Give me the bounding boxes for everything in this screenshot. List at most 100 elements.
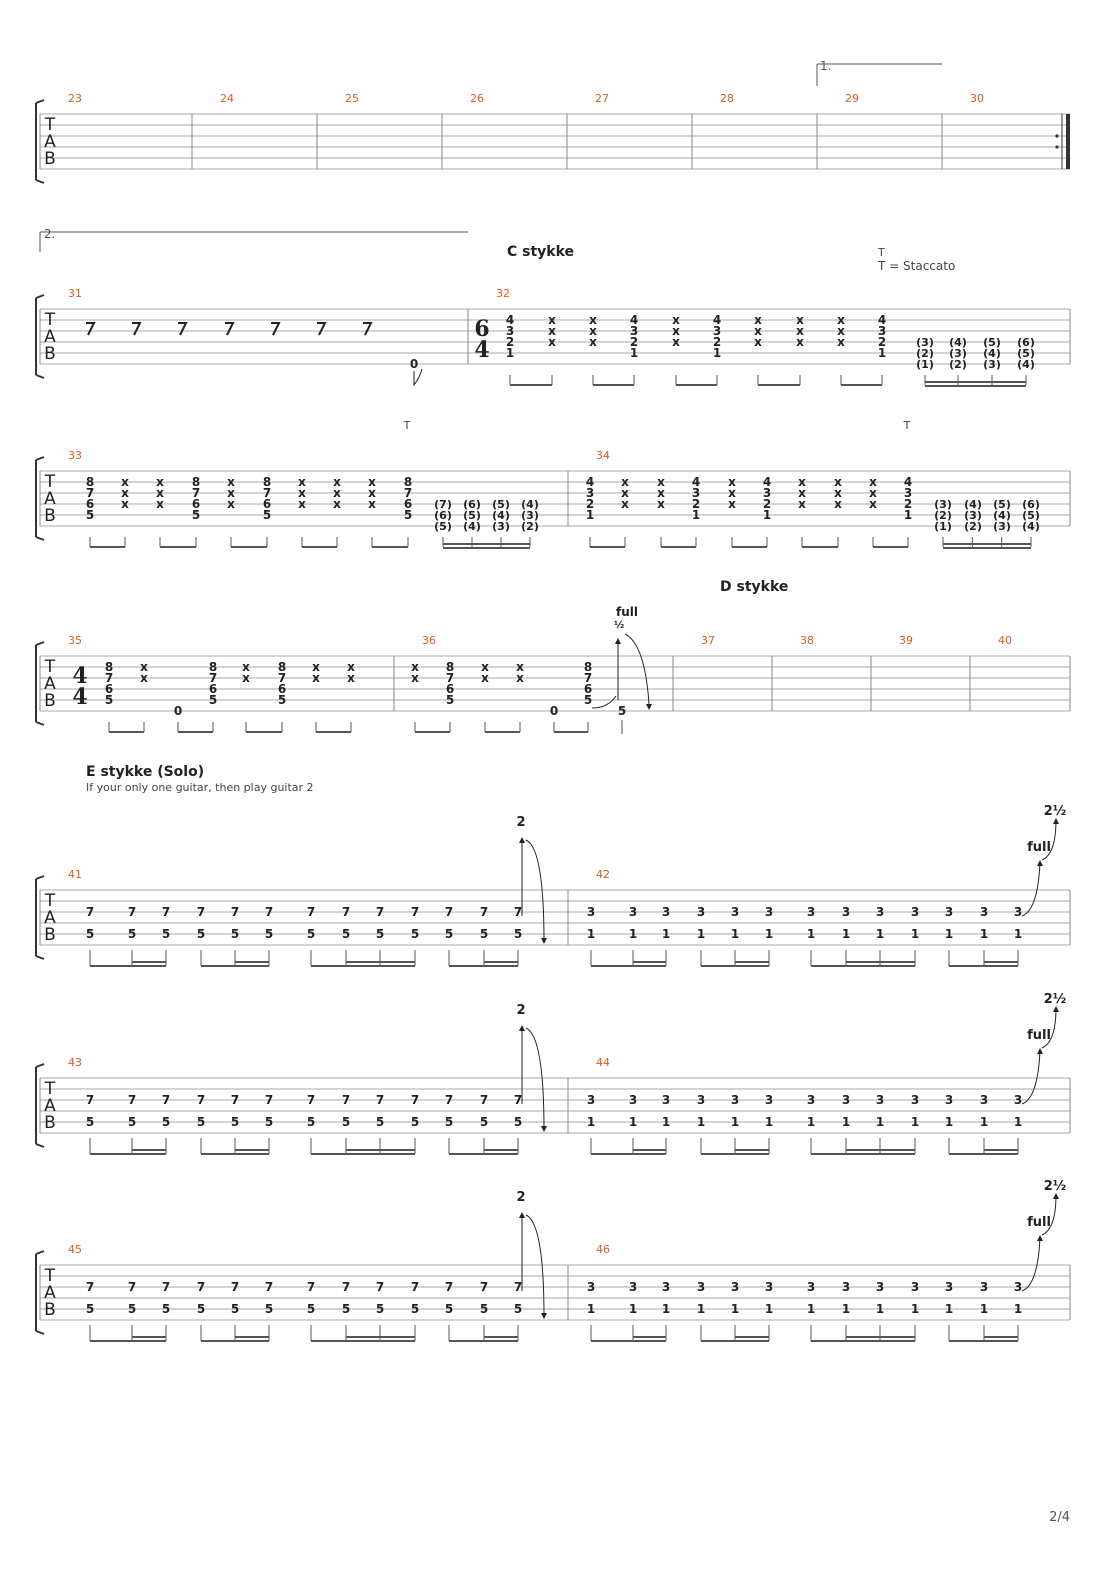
bend-release: [624, 633, 650, 705]
solo-fret: 1: [1014, 1302, 1022, 1316]
solo-fret: 5: [162, 927, 170, 941]
solo-fret: 3: [587, 905, 595, 919]
chord-fret: 4: [763, 475, 771, 489]
chord-fret: 7: [105, 671, 113, 685]
solo-fret: 3: [731, 905, 739, 919]
chord-fret: 5: [278, 693, 286, 707]
measure-number: 23: [68, 92, 82, 105]
bend-amount: 2½: [1044, 1179, 1067, 1194]
solo-fret: 7: [480, 1093, 488, 1107]
chord-fret: 4: [878, 313, 886, 327]
bend-arrowhead: [1053, 1006, 1059, 1012]
ghost-fret: (3): [993, 520, 1011, 533]
ghost-fret: (6): [1022, 498, 1040, 511]
muted-note: x: [754, 324, 762, 338]
solo-fret: 5: [411, 927, 419, 941]
solo-fret: 5: [514, 1302, 522, 1316]
solo-fret: 3: [980, 1280, 988, 1294]
muted-note: x: [837, 335, 845, 349]
solo-fret: 5: [162, 1115, 170, 1129]
bend-arrowhead: [1053, 818, 1059, 824]
chord-fret: 5: [209, 693, 217, 707]
ghost-fret: (4): [492, 509, 510, 522]
chord-fret: 1: [713, 346, 721, 360]
chord-fret: 7: [446, 671, 454, 685]
chord-fret: 8: [105, 660, 113, 674]
solo-fret: 5: [514, 1115, 522, 1129]
muted-note: x: [227, 486, 235, 500]
solo-fret: 5: [128, 1115, 136, 1129]
solo-fret: 5: [342, 927, 350, 941]
muted-note: x: [333, 475, 341, 489]
chord-fret: 5: [404, 508, 412, 522]
ghost-fret: (3): [521, 509, 539, 522]
release-arrowhead: [646, 704, 652, 710]
ghost-fret: (4): [1017, 358, 1035, 371]
solo-fret: 1: [765, 1115, 773, 1129]
chord-fret: 8: [209, 660, 217, 674]
eighth-rest: [363, 322, 373, 336]
muted-note: x: [834, 497, 842, 511]
solo-fret: 7: [445, 905, 453, 919]
muted-note: x: [140, 671, 148, 685]
chord-fret: 1: [692, 508, 700, 522]
ghost-fret: (5): [993, 498, 1011, 511]
bend-amount: 2½: [1044, 804, 1067, 819]
system-bracket: [35, 1063, 45, 1068]
eighth-rest: [225, 322, 235, 336]
chord-fret: 4: [692, 475, 700, 489]
eighth-rest: [86, 322, 96, 336]
solo-fret: 3: [1014, 1093, 1022, 1107]
muted-note: x: [548, 313, 556, 327]
bend-amount: full: [616, 605, 638, 619]
solo-fret: 1: [842, 1302, 850, 1316]
muted-note: x: [589, 324, 597, 338]
bend-arrowhead: [1037, 1048, 1043, 1054]
staccato-marker: T: [903, 419, 911, 432]
solo-fret: 7: [86, 1280, 94, 1294]
chord-fret: 7: [263, 486, 271, 500]
chord-fret: 8: [584, 660, 592, 674]
solo-fret: 1: [629, 1115, 637, 1129]
solo-fret: 1: [842, 927, 850, 941]
solo-fret: 3: [765, 905, 773, 919]
bend-release: [525, 1214, 545, 1318]
muted-note: x: [621, 475, 629, 489]
muted-note: x: [312, 671, 320, 685]
ghost-fret: (4): [1022, 520, 1040, 533]
section-note: If your only one guitar, then play guita…: [86, 781, 314, 794]
tab-clef-letter: A: [44, 1283, 56, 1303]
eighth-rest: [317, 322, 327, 336]
chord-fret: 5: [584, 693, 592, 707]
measure-number: 39: [899, 634, 913, 647]
muted-note: x: [242, 660, 250, 674]
chord-fret: 7: [278, 671, 286, 685]
solo-fret: 3: [945, 905, 953, 919]
muted-note: x: [298, 475, 306, 489]
solo-fret: 5: [197, 1302, 205, 1316]
solo-fret: 1: [587, 927, 595, 941]
solo-fret: 5: [480, 927, 488, 941]
chord-fret: 7: [404, 486, 412, 500]
solo-fret: 7: [197, 905, 205, 919]
solo-fret: 1: [731, 1302, 739, 1316]
muted-note: x: [657, 486, 665, 500]
muted-note: x: [242, 671, 250, 685]
muted-note: x: [298, 497, 306, 511]
solo-fret: 7: [342, 1093, 350, 1107]
solo-fret: 3: [842, 905, 850, 919]
ghost-fret: (4): [521, 498, 539, 511]
bend-release: [525, 839, 545, 943]
solo-fret: 7: [307, 905, 315, 919]
solo-fret: 3: [1014, 905, 1022, 919]
measure-number: 38: [800, 634, 814, 647]
muted-note: x: [728, 497, 736, 511]
solo-fret: 3: [807, 905, 815, 919]
solo-fret: 1: [911, 1302, 919, 1316]
solo-fret: 7: [86, 905, 94, 919]
solo-fret: 1: [876, 1302, 884, 1316]
solo-fret: 1: [1014, 1115, 1022, 1129]
release-arrowhead: [541, 1313, 547, 1319]
ghost-fret: (4): [463, 520, 481, 533]
